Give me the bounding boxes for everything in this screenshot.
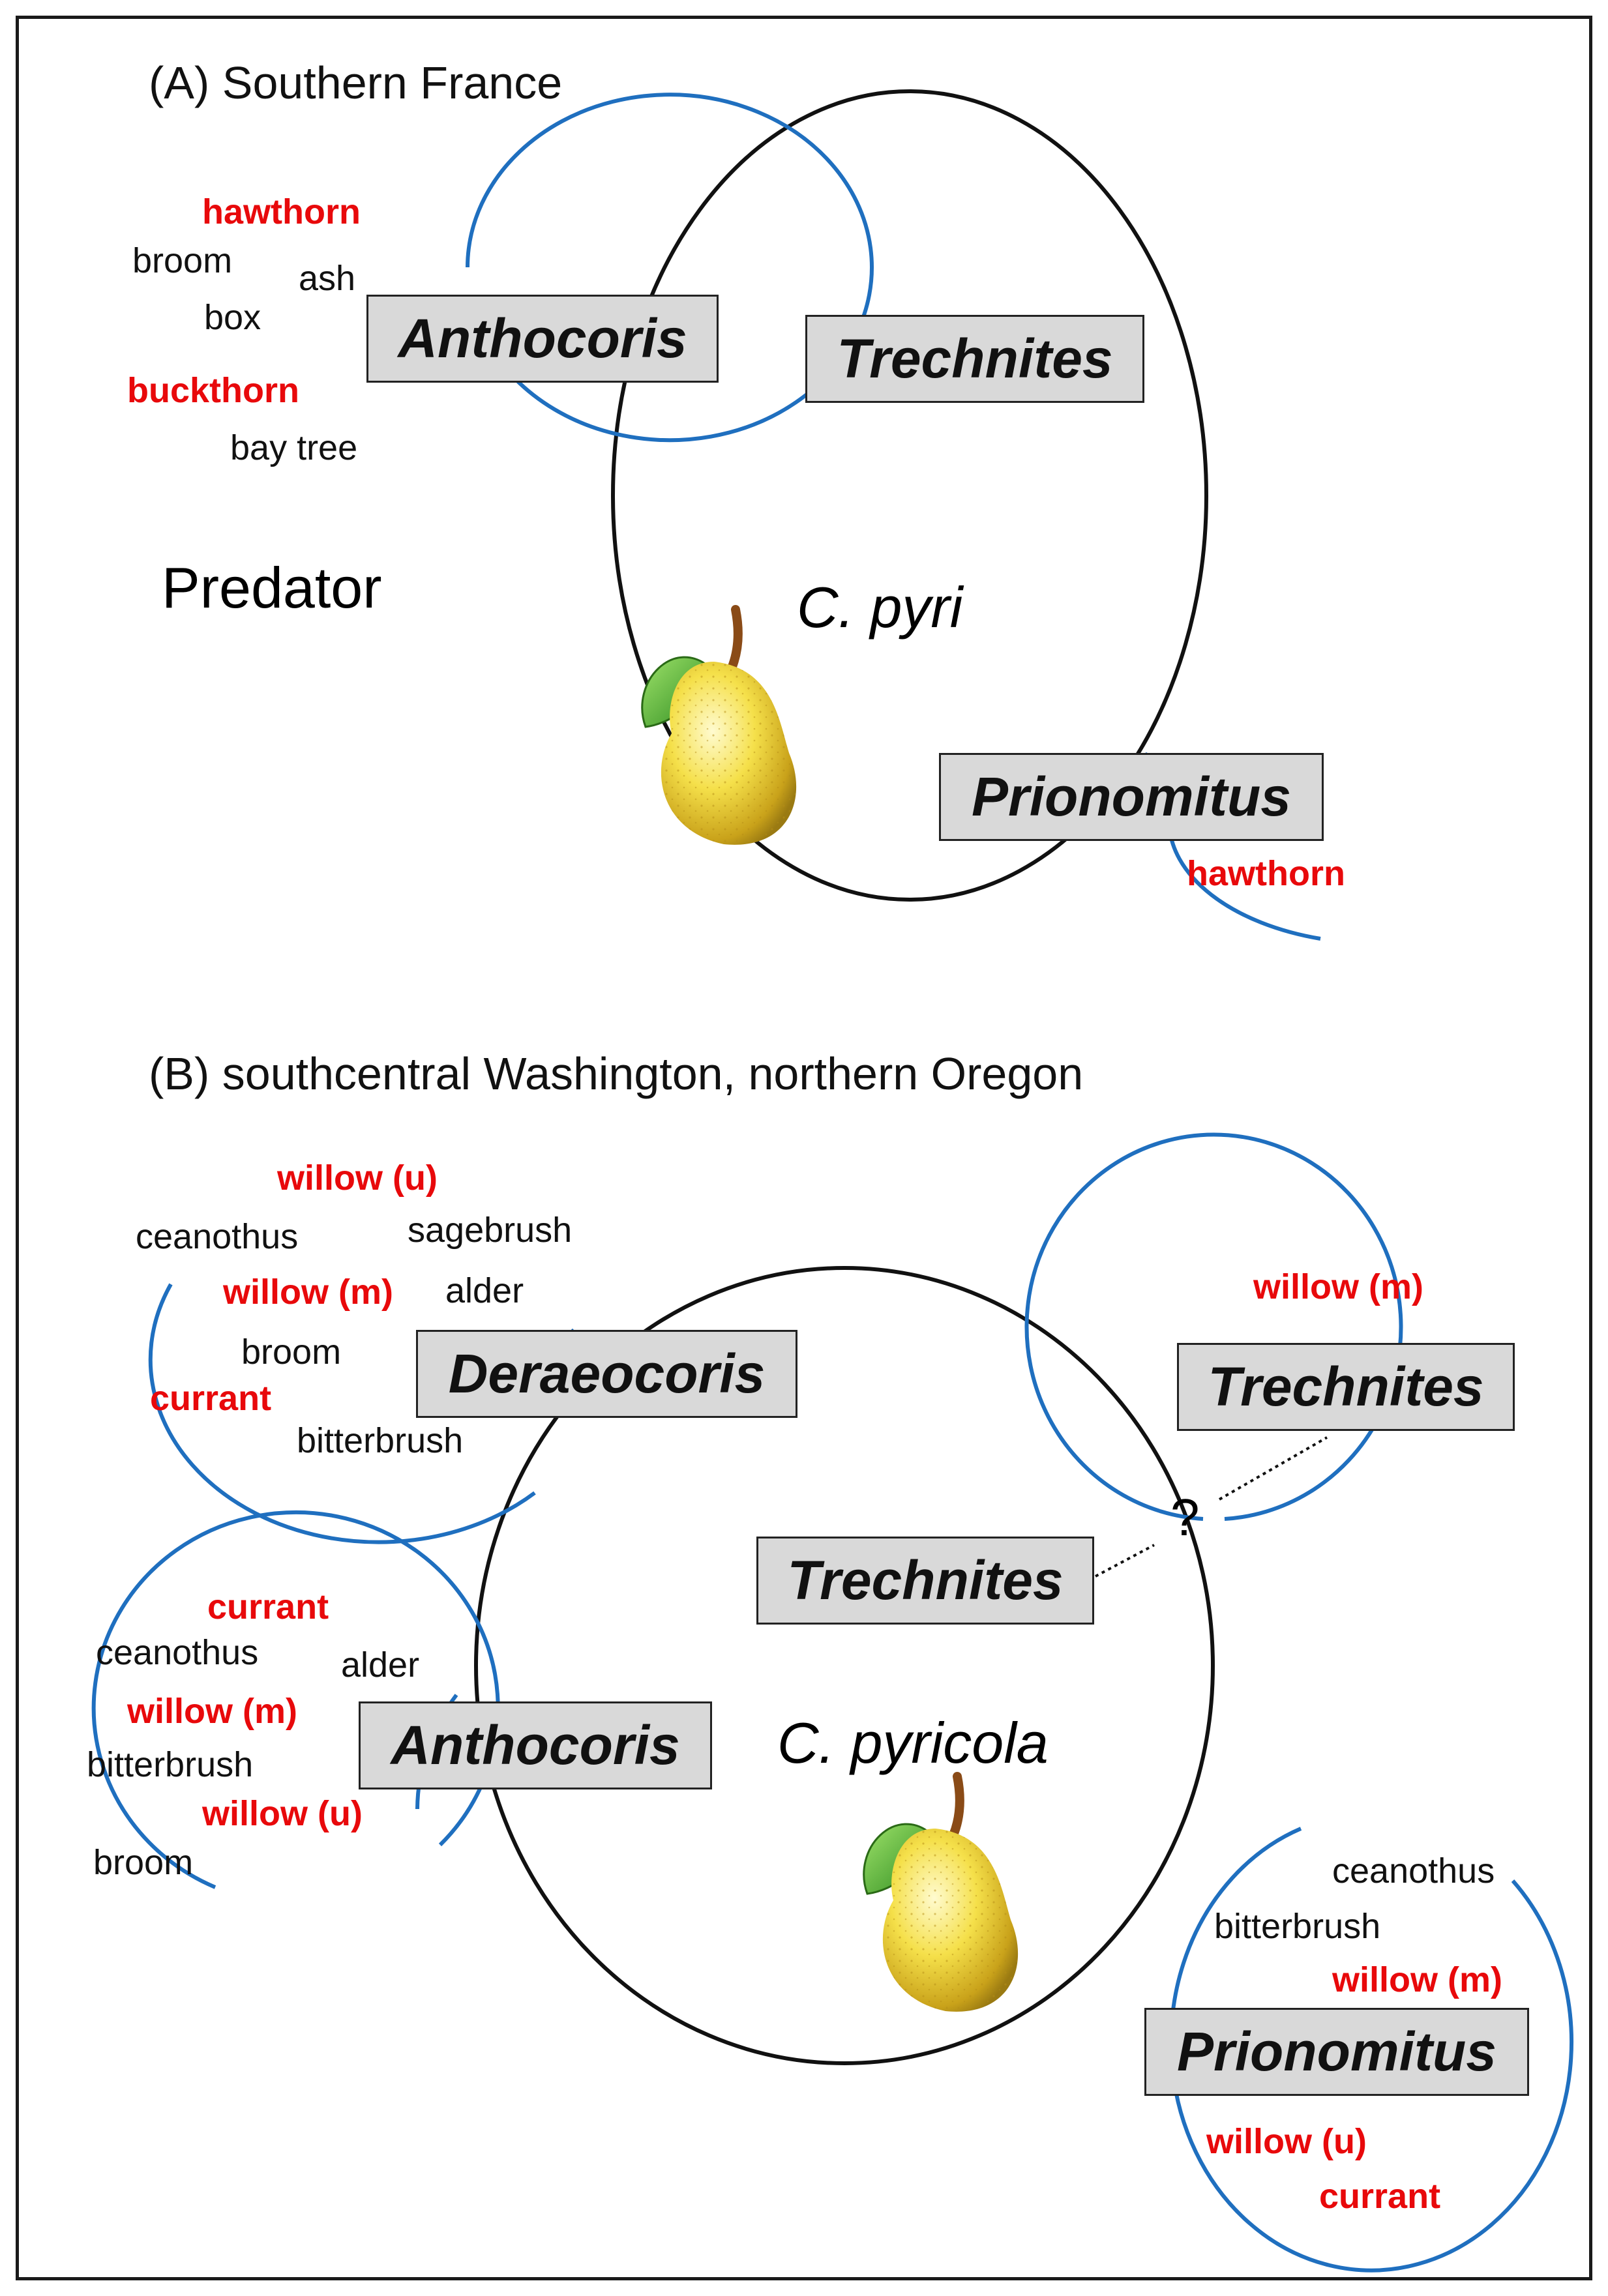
question-mark: ? [1170, 1488, 1200, 1546]
pear-icon [863, 1772, 1019, 2012]
trechnites-box-a: Trechnites [805, 315, 1144, 403]
plant-label: willow (u) [1206, 2122, 1367, 2161]
psylla-habitat-circle-b [474, 1266, 1215, 2065]
plant-label: willow (m) [223, 1273, 393, 1312]
trechnites-link-right [1219, 1436, 1328, 1501]
panel-b-heading: (B) southcentral Washington, northern Or… [149, 1048, 1084, 1099]
trechnites-box-b-outer: Trechnites [1177, 1343, 1515, 1431]
plant-label: bay tree [230, 428, 358, 467]
plant-label: ash [299, 259, 356, 298]
prionomitus-habitat-circle-b [1169, 1827, 1574, 2273]
plant-label: bitterbrush [297, 1421, 464, 1460]
plant-label: alder [445, 1271, 524, 1310]
plant-label: sagebrush [408, 1211, 573, 1250]
predator-label: Predator [162, 555, 382, 620]
psylla-label-a: C. pyri [797, 575, 963, 640]
psylla-habitat-circle-a [611, 89, 1208, 902]
panel-a-heading: (A) Southern France [149, 57, 563, 108]
plant-label: willow (m) [1332, 1960, 1502, 1999]
trechnites-box-b-inner: Trechnites [756, 1537, 1094, 1625]
deraeocoris-box-b: Deraeocoris [416, 1330, 797, 1418]
plant-label: ceanothus [136, 1217, 299, 1256]
plant-label: broom [93, 1843, 194, 1882]
trechnites-link-left [1095, 1544, 1155, 1578]
plant-label: alder [341, 1645, 420, 1685]
anthocoris-box-b: Anthocoris [359, 1701, 712, 1789]
anthocoris-box-a: Anthocoris [366, 295, 719, 383]
trechnites-habitat-circle-b [1024, 1132, 1403, 1521]
psylla-label-b: C. pyricola [777, 1711, 1049, 1775]
plant-label: ceanothus [1332, 1851, 1495, 1891]
plant-label: bitterbrush [1214, 1907, 1381, 1946]
plant-label: currant [207, 1587, 329, 1626]
plant-label: broom [132, 241, 233, 280]
plant-label: ceanothus [96, 1633, 259, 1672]
plant-label: broom [241, 1332, 342, 1372]
prionomitus-box-a: Prionomitus [939, 753, 1324, 841]
plant-label: hawthorn [1187, 854, 1345, 893]
plant-label: currant [150, 1379, 272, 1418]
plant-label: buckthorn [127, 371, 299, 410]
prionomitus-box-b: Prionomitus [1144, 2008, 1529, 2096]
plant-label: currant [1319, 2177, 1441, 2216]
pear-icon [641, 605, 797, 845]
plant-label: bitterbrush [87, 1745, 254, 1784]
plant-label: box [204, 298, 261, 337]
plant-label: willow (u) [277, 1158, 438, 1198]
plant-label: willow (m) [127, 1692, 297, 1731]
plant-label: willow (u) [202, 1794, 363, 1833]
plant-label: willow (m) [1253, 1267, 1423, 1306]
anthocoris-habitat-circle-a [466, 93, 874, 443]
plant-label: hawthorn [202, 192, 361, 231]
figure-frame [16, 16, 1592, 2280]
